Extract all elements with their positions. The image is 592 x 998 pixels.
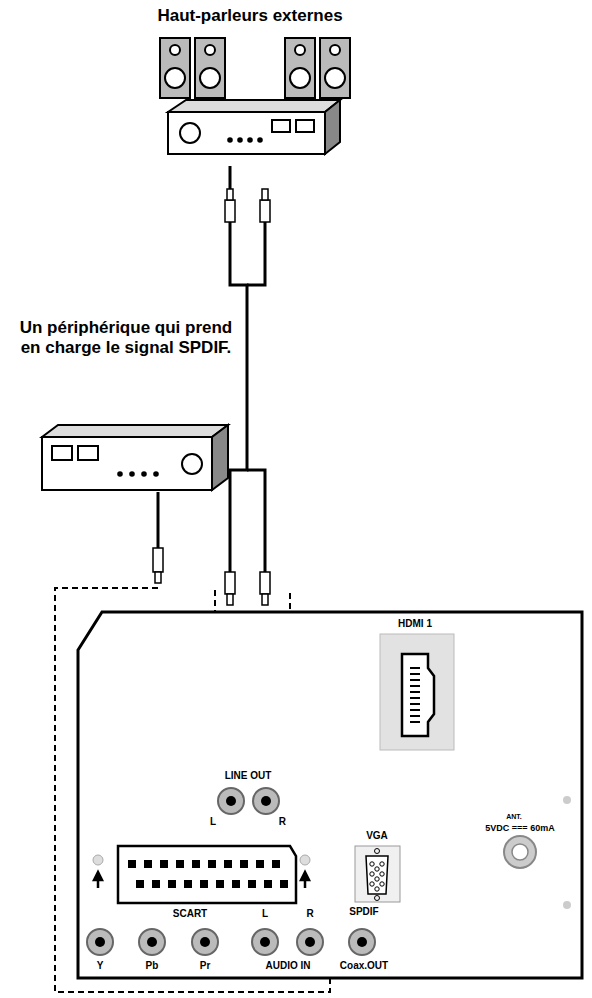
- port-label: Y: [97, 960, 104, 972]
- vga-screw: [375, 896, 380, 901]
- cable-branch: [247, 222, 265, 285]
- spdif-device: Un périphérique qui prend en charge le s…: [10, 318, 242, 492]
- port-label: L: [262, 908, 268, 920]
- port-label: Coax.OUT: [336, 960, 392, 972]
- antenna-socket: [504, 836, 536, 868]
- port-label: AUDIO IN: [266, 960, 311, 972]
- port-label: L: [210, 816, 216, 828]
- port-label: VGA: [366, 830, 388, 842]
- cable-branch: [247, 470, 265, 572]
- port-label: R: [279, 816, 286, 828]
- scart-port: [118, 846, 296, 903]
- port-label: HDMI 1: [398, 618, 432, 630]
- led-dot: [93, 855, 103, 865]
- bracket: [215, 590, 290, 612]
- scart-pins: [128, 860, 288, 888]
- speaker-system: Haut-parleurs externes: [140, 6, 360, 166]
- node-heading: Un périphérique qui prend en charge le s…: [10, 318, 242, 358]
- hdmi-pins: [410, 668, 420, 722]
- hdmi-plate: [380, 634, 454, 750]
- port-label: Pr: [200, 960, 211, 972]
- screw-dot: [563, 901, 571, 909]
- vga-port: [366, 856, 388, 894]
- port-label: Pb: [146, 960, 159, 972]
- rca-jacks: [87, 929, 323, 955]
- antenna-socket: [512, 844, 528, 860]
- arrow-symbol: [94, 872, 102, 888]
- spdif-jack: SPDIF Coax.OUT: [336, 906, 392, 974]
- vga-plate: [355, 846, 400, 902]
- port-label: R: [306, 908, 313, 920]
- cable-line: [157, 492, 160, 548]
- led-dot: [300, 855, 310, 865]
- cable-line: [230, 166, 247, 572]
- node-heading: SPDIF: [336, 906, 392, 918]
- node-heading: Haut-parleurs externes: [140, 6, 360, 26]
- port-label: ANT.: [506, 811, 522, 823]
- hdmi-port: [402, 654, 434, 736]
- node-heading: LINE OUT: [207, 770, 289, 782]
- port-label: SCART: [173, 908, 207, 920]
- arrow-symbol: [301, 872, 309, 888]
- line-out-jacks: LINE OUT L R: [207, 770, 289, 830]
- vga-pins: [370, 862, 384, 891]
- device-illustration: [140, 6, 360, 166]
- rca-plug: [153, 189, 270, 605]
- port-label: 5VDC === 60mA: [485, 822, 554, 834]
- screw-dot: [563, 796, 571, 804]
- panel-outline: [78, 612, 582, 978]
- vga-screw: [375, 849, 380, 854]
